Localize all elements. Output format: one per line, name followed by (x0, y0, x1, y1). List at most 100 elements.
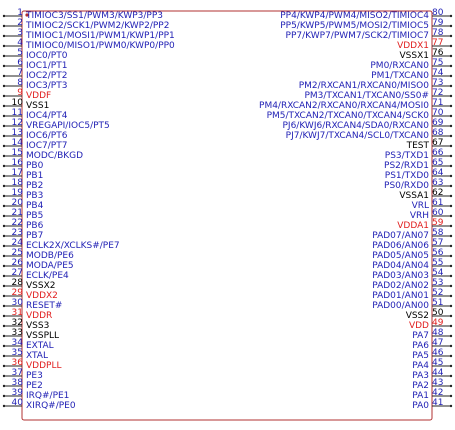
pin-number: 34 (11, 338, 23, 348)
pin-end (2, 354, 6, 358)
pin-name: PJ6/KWJ6/RXCAN4/SDA0/RXCAN0 (282, 121, 430, 131)
pin-end (2, 334, 6, 338)
pin-end (449, 384, 453, 388)
pin-name: IRQ#/PE1 (26, 391, 70, 401)
pin-name: PS2/RXD1 (384, 161, 429, 171)
pin-number: 6 (17, 58, 23, 68)
pin-name: PM1/TXCAN0 (371, 71, 429, 81)
pin-name: VRH (409, 211, 429, 221)
pin-name: PE2 (26, 381, 43, 391)
pin-name: VSSA1 (399, 191, 429, 201)
pin-name: PS1/TXD0 (384, 171, 429, 181)
pin-end (2, 144, 6, 148)
pin-number: 70 (432, 108, 444, 118)
pin-name: PA4 (412, 361, 429, 371)
pin-end (2, 114, 6, 118)
pin-name: VDDX1 (397, 41, 429, 51)
pin-name: PB6 (26, 221, 44, 231)
pin-name: VSS1 (26, 101, 50, 111)
pin-name: TIMIOC1/MOSI1/PWM1/KWP1/PP1 (26, 31, 175, 41)
pin-number: 68 (432, 128, 444, 138)
pin-name: VREGAPI/IOC5/PT5 (26, 121, 110, 131)
pin-number: 32 (11, 318, 23, 328)
pin-name: IOC7/PT7 (26, 141, 68, 151)
pin-number: 4 (17, 38, 23, 48)
pin-name: IOC6/PT6 (26, 131, 68, 141)
pin-end (449, 104, 453, 108)
pin-end (2, 124, 6, 128)
pin-end (449, 374, 453, 378)
pin-end (449, 14, 453, 18)
pin-number: 61 (432, 198, 444, 208)
pin-end (2, 24, 6, 28)
pin-name: PM5/TXCAN2/TXCAN0/TXCAN4/SCK0 (266, 111, 429, 121)
pin-end (449, 354, 453, 358)
pin-name: PA1 (412, 391, 429, 401)
pin-number: 21 (11, 208, 23, 218)
pin-end (2, 304, 6, 308)
pin-number: 13 (11, 128, 23, 138)
pin-number: 57 (432, 238, 444, 248)
pin-number: 39 (11, 388, 23, 398)
pin-end (2, 154, 6, 158)
pin1-marker (25, 13, 29, 17)
pin-name: RESET# (26, 301, 63, 311)
pin-number: 41 (432, 398, 444, 408)
pin-number: 58 (432, 228, 444, 238)
pin-end (2, 54, 6, 58)
pin-name: PM3/TXCAN1/TXCAN0/SS0# (304, 91, 429, 101)
pin-number: 27 (11, 268, 23, 278)
pin-end (449, 394, 453, 398)
pin-number: 10 (11, 98, 23, 108)
pin-number: 11 (11, 108, 23, 118)
pin-end (449, 44, 453, 48)
pin-end (449, 174, 453, 178)
pin-number: 16 (11, 158, 23, 168)
pin-end (2, 344, 6, 348)
pin-end (449, 94, 453, 98)
pin-end (449, 264, 453, 268)
pin-end (2, 364, 6, 368)
pin-end (2, 34, 6, 38)
pin-number: 56 (432, 248, 444, 258)
pin-end (449, 54, 453, 58)
pin-name: PM0/RXCAN0 (370, 61, 429, 71)
pin-number: 75 (432, 58, 444, 68)
pin-number: 29 (11, 288, 23, 298)
pin-number: 18 (11, 178, 23, 188)
pin-number: 35 (11, 348, 23, 358)
pin-name: PA3 (412, 371, 429, 381)
pin-end (2, 14, 6, 18)
pin-number: 37 (11, 368, 23, 378)
pin-number: 44 (432, 368, 444, 378)
pin-name: VSS3 (26, 321, 50, 331)
pin-number: 42 (432, 388, 444, 398)
pin-name: PAD01/AN01 (372, 291, 429, 301)
pin-end (2, 374, 6, 378)
pin-number: 30 (11, 298, 23, 308)
pin-number: 60 (432, 208, 444, 218)
pin-number: 24 (11, 238, 23, 248)
pin-number: 59 (432, 218, 444, 228)
pin-end (2, 84, 6, 88)
pin-end (2, 274, 6, 278)
pin-end (449, 154, 453, 158)
pin-name: MODB/PE6 (26, 251, 74, 261)
pin-number: 49 (432, 318, 444, 328)
pin-name: TIMIOC3/SS1/PWM3/KWP3/PP3 (26, 11, 163, 21)
pin-number: 76 (432, 48, 444, 58)
pin-number: 12 (11, 118, 23, 128)
pin-number: 66 (432, 148, 444, 158)
pin-name: PB7 (26, 231, 44, 241)
pin-end (2, 74, 6, 78)
pin-name: MODC/BKGD (26, 151, 84, 161)
pin-end (2, 134, 6, 138)
pin-name: PB4 (26, 201, 44, 211)
pin-number: 25 (11, 248, 23, 258)
pin-end (2, 104, 6, 108)
pin-name: TIMIOC2/SCK1/PWM2/KWP2/PP2 (26, 21, 170, 31)
pin-end (2, 324, 6, 328)
pin-name: PS0/RXD0 (384, 181, 429, 191)
pin-end (449, 284, 453, 288)
pin-number: 53 (432, 278, 444, 288)
